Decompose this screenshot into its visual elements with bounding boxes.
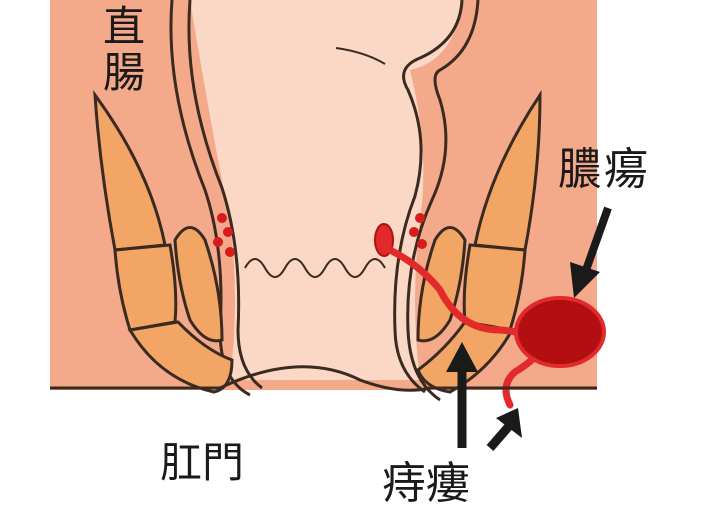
right-rectal-wall-outer (406, 0, 480, 402)
rectal-lumen (190, 0, 462, 380)
skin-surface-line (50, 365, 597, 392)
abscess-label: 膿瘍 (558, 144, 650, 195)
left-anal-glands (213, 213, 235, 257)
rectum-label-line2: 腸 (102, 48, 145, 97)
rectum-label: 直 腸 (100, 4, 148, 96)
fistula-arrow-diagonal (486, 408, 522, 451)
mucosal-line (335, 47, 386, 65)
fistula-label: 痔瘻 (382, 458, 470, 509)
left-internal-sphincter (173, 226, 224, 343)
abscess (514, 296, 606, 368)
left-rectal-wall-inner (187, 0, 263, 390)
dentate-line (244, 258, 386, 278)
anus-label: 肛門 (160, 438, 245, 487)
right-rectal-wall-inner (393, 0, 464, 394)
right-internal-sphincter (416, 226, 467, 343)
right-anal-glands (409, 213, 427, 249)
fistula-arrow-vertical (446, 342, 478, 448)
abscess-arrow (570, 206, 612, 298)
rectum-label-line1: 直 (102, 2, 145, 51)
